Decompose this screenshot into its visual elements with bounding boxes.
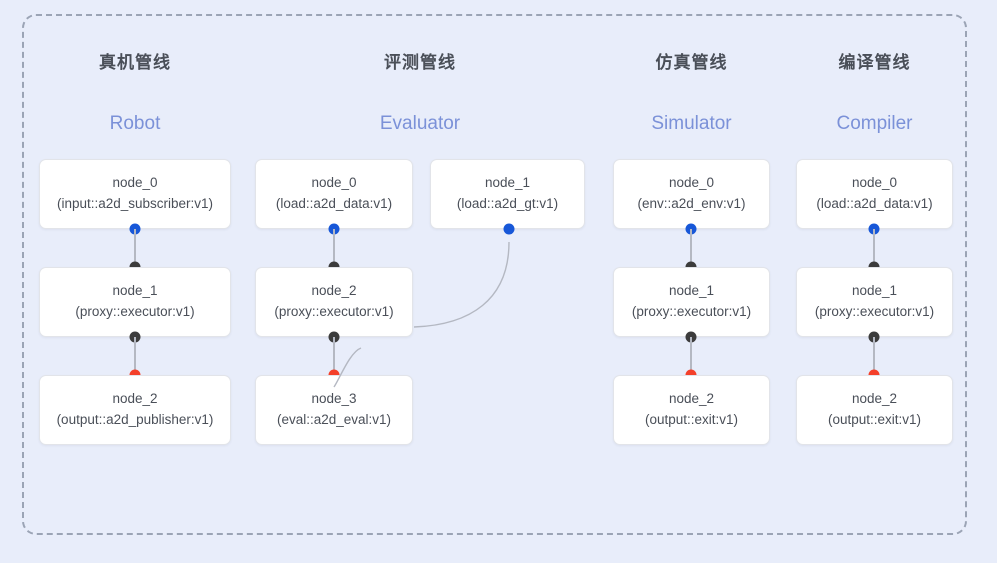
node-type: (load::a2d_gt:v1) [456,196,559,211]
connector-line [690,337,692,375]
pipeline-column-simulator: 仿真管线 Simulator node_0 (env::a2d_env:v1) … [613,52,770,449]
node-box-evaluator-0[interactable]: node_0 (load::a2d_data:v1) [255,159,413,229]
node-type: (eval::a2d_eval:v1) [276,412,392,427]
connector-line [873,229,875,267]
column-subtitle-evaluator: Evaluator [379,113,461,134]
node-name: node_0 [851,175,898,190]
node-name: node_2 [851,391,898,406]
pipeline-diagram-frame [22,14,967,535]
node-name: node_1 [851,283,898,298]
node-name: node_2 [112,391,158,406]
node-stack-evaluator: node_0 (load::a2d_data:v1) node_1 (load:… [255,159,585,449]
node-name: node_2 [311,283,357,298]
port-output-dot-blue[interactable] [503,223,515,235]
pipeline-column-evaluator: 评测管线 Evaluator node_0 (load::a2d_data:v1… [255,52,585,449]
column-title-robot: 真机管线 [99,53,171,72]
node-box-simulator-0[interactable]: node_0 (env::a2d_env:v1) [613,159,770,229]
node-box-evaluator-3[interactable]: node_3 (eval::a2d_eval:v1) [255,375,413,445]
node-type: (env::a2d_env:v1) [637,196,746,211]
connector-line [873,337,875,375]
node-box-evaluator-1[interactable]: node_1 (load::a2d_gt:v1) [430,159,585,229]
column-title-simulator: 仿真管线 [655,53,728,72]
node-type: (input::a2d_subscriber:v1) [56,196,214,211]
column-subtitle-compiler: Compiler [836,113,913,134]
node-name: node_2 [668,391,715,406]
pipeline-column-compiler: 编译管线 Compiler node_0 (load::a2d_data:v1)… [796,52,953,449]
connector-line [134,229,136,267]
node-box-robot-0[interactable]: node_0 (input::a2d_subscriber:v1) [39,159,231,229]
node-box-evaluator-2[interactable]: node_2 (proxy::executor:v1) [255,267,413,337]
node-box-compiler-0[interactable]: node_0 (load::a2d_data:v1) [796,159,953,229]
node-type: (output::exit:v1) [644,412,739,427]
node-type: (load::a2d_data:v1) [816,196,933,211]
node-box-robot-1[interactable]: node_1 (proxy::executor:v1) [39,267,231,337]
pipeline-column-robot: 真机管线 Robot node_0 (input::a2d_subscriber… [39,52,231,449]
connector-line [690,229,692,267]
node-name: node_0 [311,175,357,190]
node-box-simulator-2[interactable]: node_2 (output::exit:v1) [613,375,770,445]
node-type: (proxy::executor:v1) [75,304,195,319]
node-stack-robot: node_0 (input::a2d_subscriber:v1) node_1… [39,159,231,449]
node-box-simulator-1[interactable]: node_1 (proxy::executor:v1) [613,267,770,337]
node-type: (proxy::executor:v1) [814,304,935,319]
connector-line [333,229,335,267]
node-name: node_1 [668,283,715,298]
column-title-evaluator: 评测管线 [384,53,456,72]
node-type: (proxy::executor:v1) [631,304,752,319]
node-type: (output::exit:v1) [827,412,922,427]
node-type: (load::a2d_data:v1) [275,196,393,211]
node-name: node_3 [311,391,357,406]
node-box-compiler-1[interactable]: node_1 (proxy::executor:v1) [796,267,953,337]
node-type: (output::a2d_publisher:v1) [56,412,214,427]
connector-line [134,337,136,375]
node-name: node_0 [668,175,715,190]
column-subtitle-robot: Robot [109,113,161,134]
column-subtitle-simulator: Simulator [651,113,732,134]
node-stack-compiler: node_0 (load::a2d_data:v1) node_1 (proxy… [796,159,953,449]
node-name: node_1 [112,283,158,298]
node-name: node_0 [112,175,158,190]
node-type: (proxy::executor:v1) [274,304,394,319]
node-name: node_1 [484,175,531,190]
node-box-robot-2[interactable]: node_2 (output::a2d_publisher:v1) [39,375,231,445]
column-title-compiler: 编译管线 [838,53,911,72]
node-stack-simulator: node_0 (env::a2d_env:v1) node_1 (proxy::… [613,159,770,449]
node-box-compiler-2[interactable]: node_2 (output::exit:v1) [796,375,953,445]
